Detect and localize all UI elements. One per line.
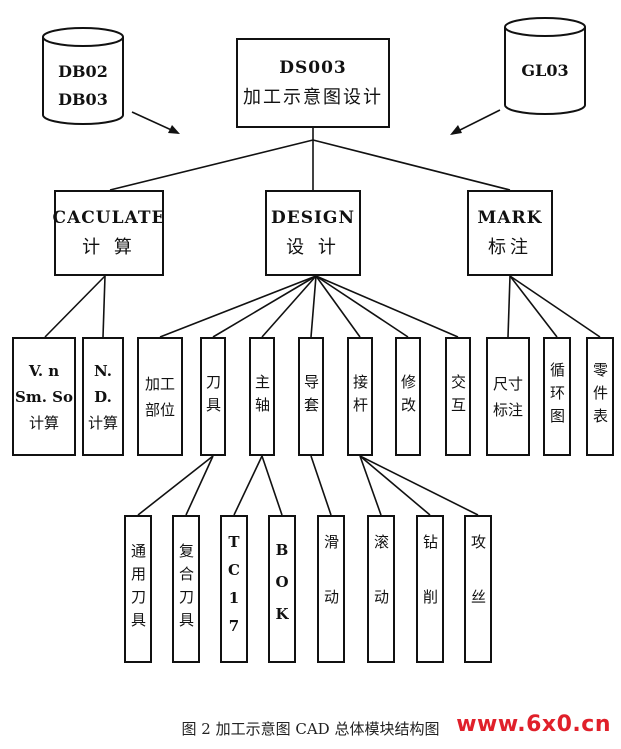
mark-child-cycle-chart: 循环图 — [543, 337, 571, 456]
node-text: TC17 — [225, 533, 243, 645]
leaf-drilling: 钻削 — [416, 515, 444, 663]
node-text: 攻丝 — [469, 534, 487, 644]
node-text-line: 计算 — [87, 413, 118, 432]
node-text: 交互 — [449, 373, 467, 420]
design-child-extension-rod: 接杆 — [347, 337, 373, 456]
node-text: 导套 — [302, 373, 320, 420]
module-mark-en: MARK — [477, 208, 543, 228]
module-calculate-en: CACULATE — [52, 208, 166, 228]
module-calculate: CACULATE 计 算 — [52, 190, 166, 276]
node-text: 接杆 — [351, 373, 369, 420]
leaf-tapping: 攻丝 — [464, 515, 492, 663]
design-child-guide-sleeve: 导套 — [298, 337, 324, 456]
node-text: 零件表 — [591, 362, 609, 431]
node-text-line: 加工 — [144, 374, 175, 393]
module-mark: MARK 标注 — [467, 190, 553, 276]
node-text-line: D. — [94, 387, 112, 406]
node-text: 复合刀具 — [177, 543, 195, 635]
node-text-line: 计算 — [28, 413, 59, 432]
mark-child-dimension: 尺寸 标注 — [486, 337, 530, 456]
cylinder-shape — [504, 17, 586, 115]
node-text: 刀具 — [204, 373, 222, 420]
root-module: DS003 加工示意图设计 — [236, 38, 390, 128]
leaf-general-tool: 通用刀具 — [124, 515, 152, 663]
module-design: DESIGN 设 计 — [265, 190, 361, 276]
figure-caption: 图 2 加工示意图 CAD 总体模块结构图 — [181, 720, 440, 738]
node-text-line: N. — [94, 361, 112, 380]
node-text: 滚动 — [372, 534, 390, 644]
calc-child-nd: N. D. 计算 — [82, 337, 124, 456]
database-cylinder-left: DB02 DB03 — [40, 25, 126, 125]
node-text: 修改 — [399, 373, 417, 420]
design-child-modify: 修改 — [395, 337, 421, 456]
root-code: DS003 — [279, 58, 347, 78]
node-text: BOK — [273, 541, 291, 637]
node-text-line: 尺寸 — [492, 374, 523, 393]
node-text-line: 部位 — [144, 400, 175, 419]
leaf-bok: BOK — [268, 515, 296, 663]
leaf-sliding: 滑动 — [317, 515, 345, 663]
node-text-line: Sm. So — [15, 387, 73, 406]
node-text: 滑动 — [322, 534, 340, 644]
calc-child-vn: V. n Sm. So 计算 — [12, 337, 76, 456]
design-child-tool: 刀具 — [200, 337, 226, 456]
module-calculate-cn: 计 算 — [82, 237, 136, 258]
module-design-en: DESIGN — [271, 208, 355, 228]
module-mark-cn: 标注 — [488, 237, 532, 258]
node-text: 循环图 — [548, 362, 566, 431]
node-text: 主轴 — [253, 373, 271, 420]
leaf-tc17: TC17 — [220, 515, 248, 663]
leaf-compound-tool: 复合刀具 — [172, 515, 200, 663]
node-text-line: V. n — [28, 361, 60, 380]
database-cylinder-right: GL03 — [502, 15, 588, 115]
node-text-line: 标注 — [492, 400, 523, 419]
database-label: DB03 — [58, 90, 108, 109]
design-child-machining-position: 加工 部位 — [137, 337, 183, 456]
cylinder-shape — [42, 27, 124, 125]
watermark-logo: www.6x0.cn — [456, 712, 611, 737]
node-text: 钻削 — [421, 534, 439, 644]
design-child-spindle: 主轴 — [249, 337, 275, 456]
module-design-cn: 设 计 — [286, 237, 340, 258]
mark-child-parts-list: 零件表 — [586, 337, 614, 456]
leaf-rolling: 滚动 — [367, 515, 395, 663]
root-title: 加工示意图设计 — [243, 87, 383, 108]
design-child-interaction: 交互 — [445, 337, 471, 456]
database-label: GL03 — [521, 61, 569, 80]
node-text: 通用刀具 — [129, 543, 147, 635]
database-label: DB02 — [58, 62, 108, 81]
